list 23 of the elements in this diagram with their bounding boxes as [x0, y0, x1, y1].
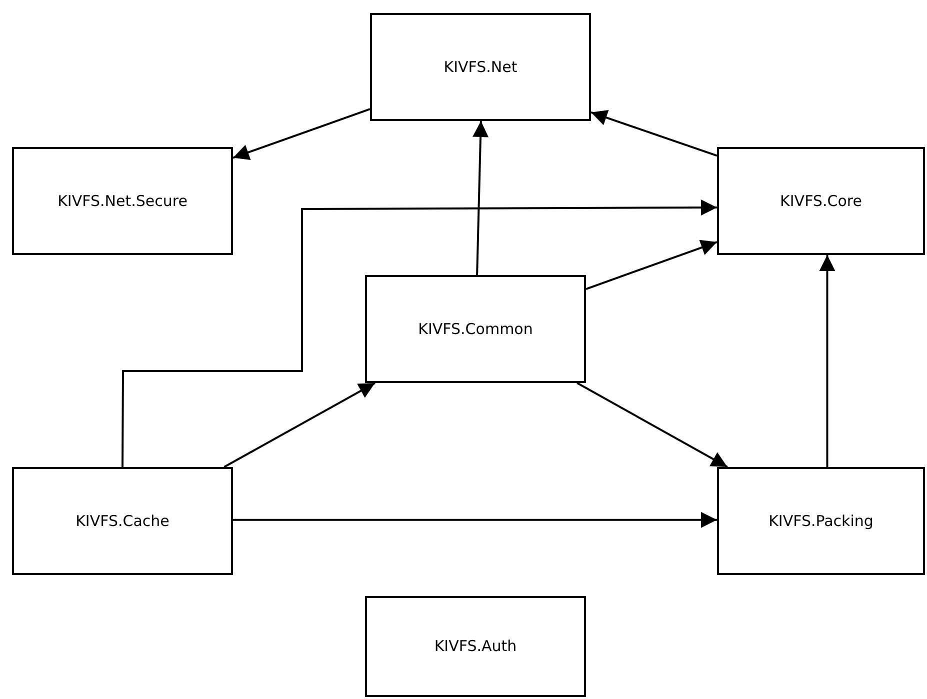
module-box — [370, 13, 591, 121]
module-box — [717, 467, 925, 575]
arrow — [819, 255, 836, 467]
module-box — [717, 147, 925, 255]
module-name: KIVFS.Net — [444, 56, 518, 78]
arrow — [224, 382, 376, 468]
module-box — [12, 147, 233, 255]
arrow — [232, 108, 370, 160]
module-box — [365, 275, 586, 383]
module-name: KIVFS.Common — [418, 318, 533, 340]
arrow — [590, 110, 718, 157]
arrow — [586, 240, 718, 290]
arrow — [122, 200, 717, 467]
arrow — [472, 120, 489, 276]
module-name: KIVFS.Packing — [768, 510, 874, 532]
module-name: KIVFS.Net.Secure — [58, 190, 188, 212]
module-name: KIVFS.Core — [780, 190, 862, 212]
module-box — [365, 596, 586, 697]
module-box — [12, 467, 233, 575]
arrow — [576, 382, 728, 468]
module-name: KIVFS.Cache — [76, 510, 170, 532]
arrow — [233, 512, 717, 528]
module-name: KIVFS.Auth — [434, 636, 517, 658]
